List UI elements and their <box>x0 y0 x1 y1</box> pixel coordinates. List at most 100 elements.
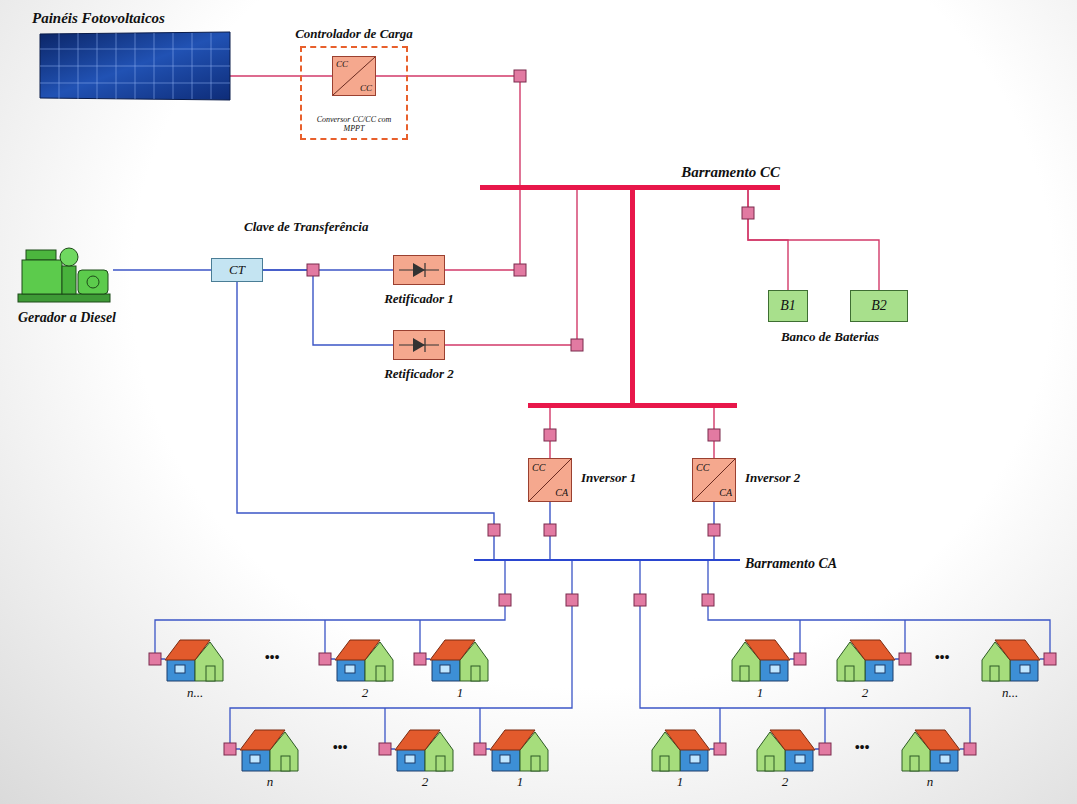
component-label: CA <box>555 487 568 499</box>
house-icon <box>732 640 790 681</box>
wire <box>237 282 494 559</box>
breaker-symbol <box>714 743 726 755</box>
house-icon <box>982 640 1040 681</box>
breaker-symbol <box>224 743 236 755</box>
breaker-symbol <box>307 264 319 276</box>
house-number: 1 <box>457 686 464 701</box>
breaker-symbol <box>1044 653 1056 665</box>
house-icon <box>395 730 453 771</box>
ellipsis-dots: ••• <box>855 740 870 756</box>
houses <box>165 640 1040 771</box>
inner-text: CT <box>229 263 245 278</box>
breaker-symbol <box>566 594 578 606</box>
wire <box>113 269 211 270</box>
component-label: CC <box>336 59 348 69</box>
ellipsis-dots: ••• <box>265 650 280 666</box>
breaker-symbol <box>702 594 714 606</box>
breaker-symbol <box>319 653 331 665</box>
house-number: 2 <box>782 775 789 790</box>
diode-symbol <box>394 331 444 359</box>
breaker-symbol <box>414 653 426 665</box>
diode-triangle <box>413 263 425 277</box>
battery: B2 <box>850 290 908 322</box>
connector-group <box>113 76 879 559</box>
generator-base <box>18 294 110 302</box>
inner-text: B1 <box>780 298 796 314</box>
diode-symbol <box>394 256 444 284</box>
house-icon <box>902 730 960 771</box>
wire <box>748 190 879 290</box>
house-icon <box>490 730 548 771</box>
house-number: n <box>927 775 934 790</box>
component-label: Barramento CC <box>681 164 780 181</box>
house-number: n <box>267 775 274 790</box>
breaker-symbol <box>514 264 526 276</box>
feeder-wires <box>155 561 1050 749</box>
diagonal-line <box>333 57 375 95</box>
wire <box>445 190 520 270</box>
alternator <box>78 270 108 294</box>
inverter: CCCAInversor 1 <box>528 458 572 502</box>
component-label: Inversor 2 <box>745 471 800 486</box>
component-label: Inversor 1 <box>581 471 636 486</box>
wire <box>230 75 332 76</box>
breaker-symbol <box>514 70 526 82</box>
house-number: 2 <box>862 686 869 701</box>
alternator-shaft <box>87 276 99 288</box>
breaker-symbol <box>708 524 720 536</box>
wire <box>632 190 714 458</box>
breaker-symbol <box>964 743 976 755</box>
breaker-symbol <box>544 429 556 441</box>
diesel-generator: Gerador a Diesel <box>15 238 113 306</box>
feeder-wire <box>230 561 572 749</box>
ac-bus: Barramento CA <box>474 559 740 561</box>
dc-bus-lower-bar <box>528 403 737 408</box>
house-number: n... <box>1002 686 1018 701</box>
house-number: 1 <box>517 775 524 790</box>
diagonal-line <box>693 459 735 501</box>
group-label: Banco de Baterias <box>781 330 879 345</box>
rectifier: Retificador 2 <box>393 330 445 360</box>
transfer-switch: Clave de TransferênciaCT <box>211 258 263 282</box>
breaker-symbol <box>634 594 646 606</box>
component-label: Controlador de Carga <box>295 27 413 42</box>
component-label: Gerador a Diesel <box>18 310 116 326</box>
component-label: CC <box>696 462 709 474</box>
battery: B1 <box>768 290 808 322</box>
ellipsis-dots: ••• <box>935 650 950 666</box>
diode-line <box>399 263 439 277</box>
breaker-symbol <box>899 653 911 665</box>
wire <box>376 76 520 185</box>
wire <box>445 190 577 345</box>
rectifier: Retificador 1 <box>393 255 445 285</box>
breaker-symbol <box>794 653 806 665</box>
diode-triangle <box>413 338 425 352</box>
component-label: Painéis Fotovoltaicos <box>32 10 165 27</box>
breaker-symbol <box>571 339 583 351</box>
component-label: Conversor CC/CC com MPPT <box>314 116 394 134</box>
house-number: n... <box>187 686 203 701</box>
component-label: Barramento CA <box>745 556 837 572</box>
house-icon <box>837 640 895 681</box>
breaker-symbol <box>149 653 161 665</box>
component-label: Retificador 2 <box>384 367 454 382</box>
house-icon <box>165 640 223 681</box>
charge-controller: Controlador de CargaConversor CC/CC com … <box>300 46 408 140</box>
breakers <box>149 70 1056 755</box>
wire <box>550 190 632 458</box>
breaker-symbol <box>474 743 486 755</box>
pv-panel-surface <box>40 32 230 100</box>
component-label: Retificador 1 <box>384 292 454 307</box>
house-icon <box>240 730 298 771</box>
component-label: Clave de Transferência <box>244 220 368 235</box>
component-label: CA <box>719 487 732 499</box>
house-icon <box>652 730 710 771</box>
house-icon <box>757 730 815 771</box>
pv-cell-grid <box>40 33 230 99</box>
wire <box>263 270 393 345</box>
dc-bus: Barramento CC <box>480 185 780 190</box>
